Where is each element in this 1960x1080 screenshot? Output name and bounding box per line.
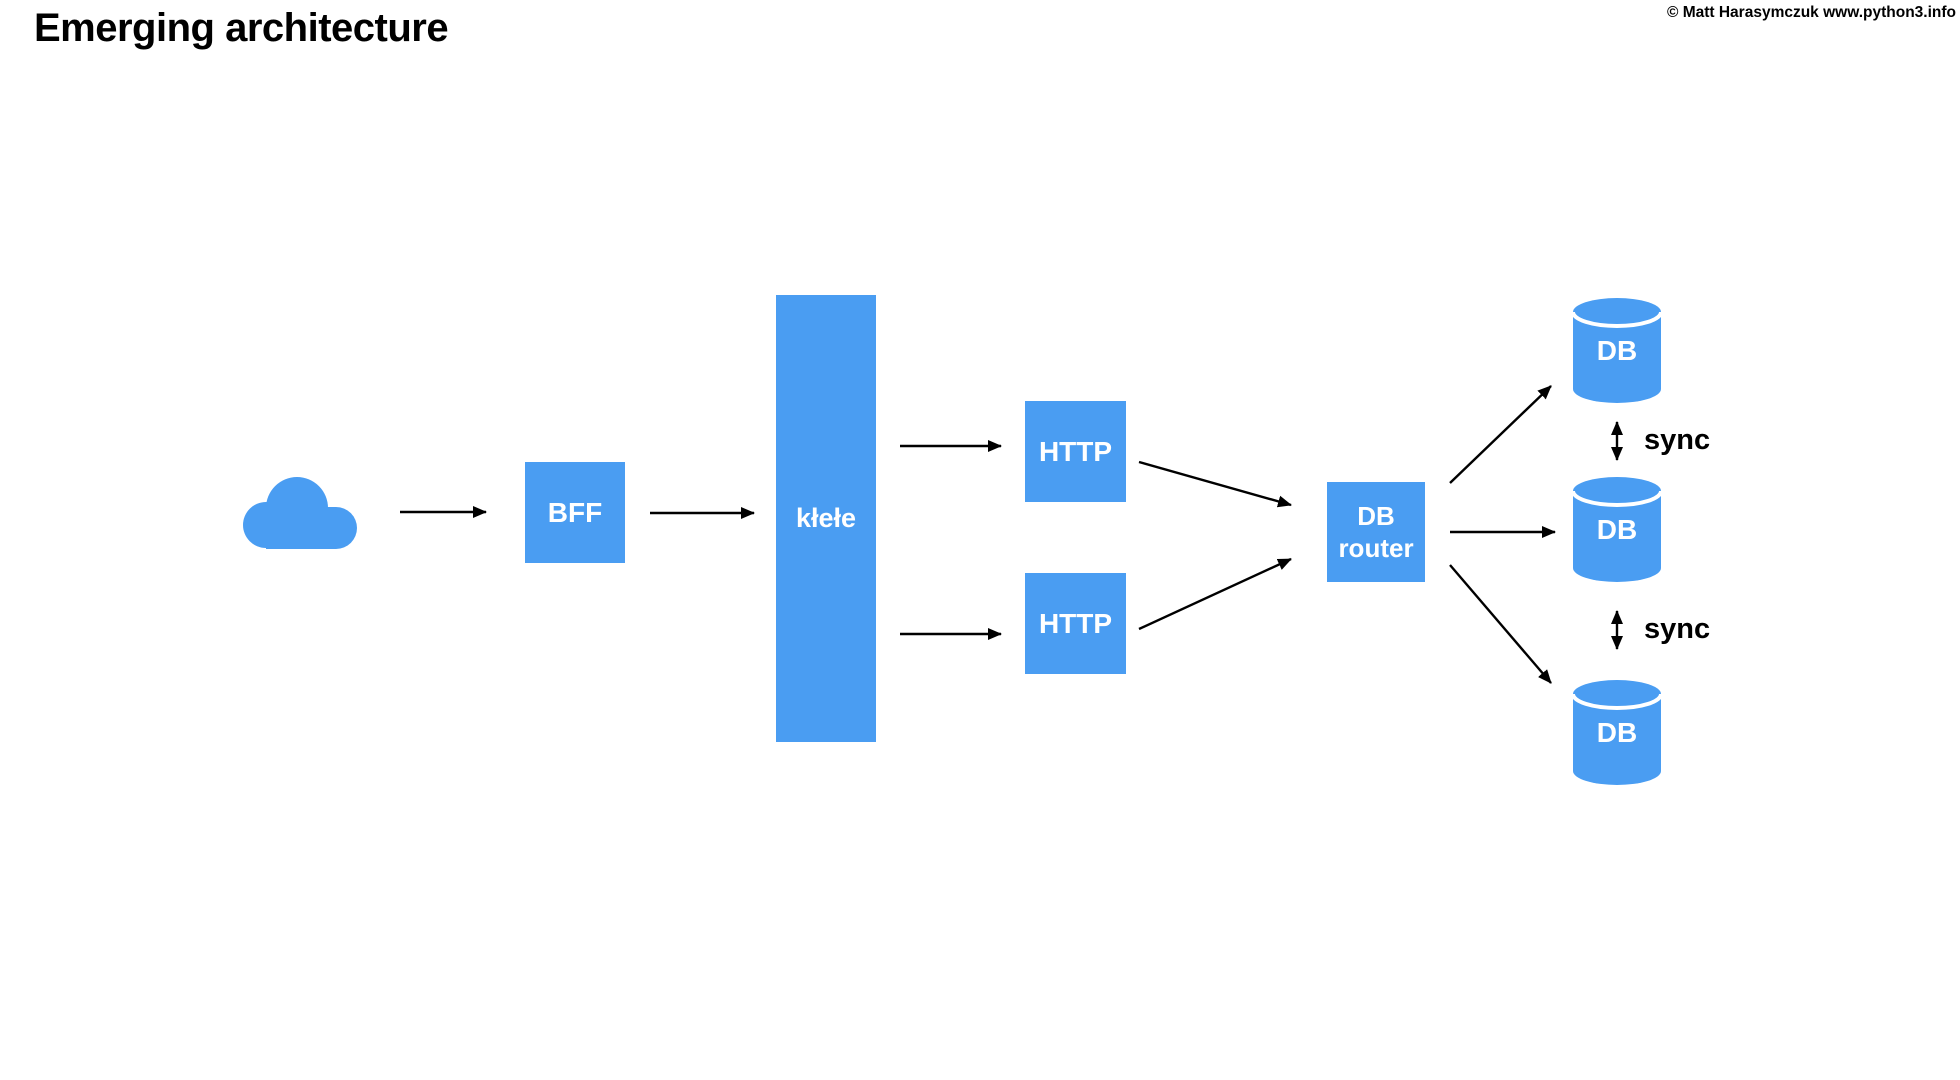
db-label: DB <box>1596 335 1638 366</box>
db-label: DB <box>1596 514 1638 545</box>
db-label: DB <box>1596 717 1638 748</box>
node-http-bottom: HTTP <box>1025 573 1126 674</box>
copyright-text: © Matt Harasymczuk www.python3.info <box>1666 4 1956 21</box>
node-http-top: HTTP <box>1025 401 1126 502</box>
sync-label-bottom: sync <box>1644 613 1711 645</box>
cloud-icon <box>242 477 358 549</box>
node-db-router: DB router <box>1327 482 1425 582</box>
node-db-top: DB <box>1573 297 1661 404</box>
sync-label-top: sync <box>1644 424 1711 456</box>
node-bff: BFF <box>525 462 625 563</box>
database-cylinder-icon <box>1573 680 1661 785</box>
node-db-middle: DB <box>1573 476 1661 583</box>
database-cylinder-icon <box>1573 477 1661 582</box>
node-klele: kłełe <box>776 295 876 742</box>
page-title: Emerging architecture <box>34 6 449 50</box>
node-db-bottom: DB <box>1573 679 1661 786</box>
edge-db-router-db-bottom <box>1449 564 1552 684</box>
edge-http-top-db-router <box>1138 460 1292 508</box>
edge-db-router-db-top <box>1449 385 1552 484</box>
database-cylinder-icon <box>1573 298 1661 403</box>
edge-http-bottom-db-router <box>1138 557 1292 631</box>
